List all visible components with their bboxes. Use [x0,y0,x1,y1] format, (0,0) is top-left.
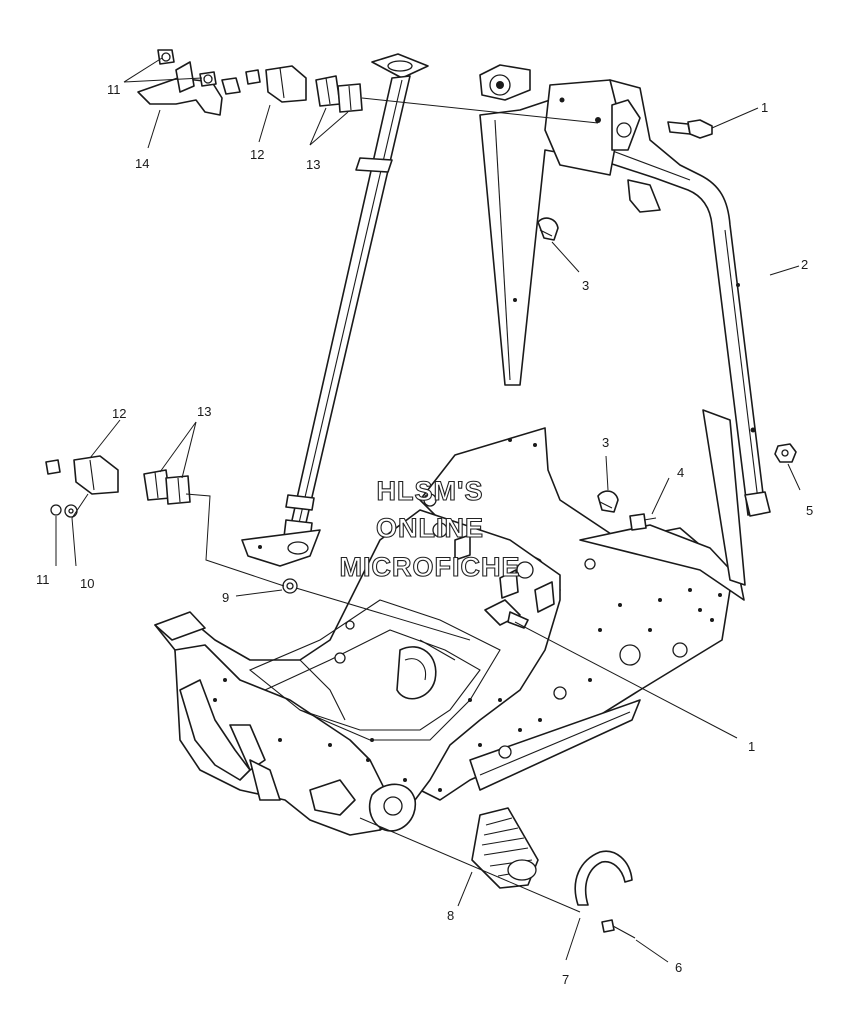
watermark-line-2: ONLINE [376,513,484,543]
bolt-side [629,513,657,531]
callout-13-upper: 13 [306,157,320,172]
callout-13-lower: 13 [197,404,211,419]
clamp-set-upper [245,65,363,113]
callout-3-lower: 3 [602,435,609,450]
callout-10: 10 [80,576,94,591]
main-frame [154,409,746,836]
watermark-line-1: HLSM'S [377,476,484,506]
callout-11-upper: 11 [107,82,121,97]
bolt-top [667,119,713,139]
callout-labels: 11 14 12 13 1 2 3 12 13 3 4 5 11 10 9 1 … [36,82,813,987]
callout-5: 5 [806,503,813,518]
clip-lower [597,490,619,513]
callout-4: 4 [677,465,684,480]
callout-1-lower: 1 [748,739,755,754]
steering-boot [471,807,539,889]
callout-6: 6 [675,960,682,975]
callout-1-upper: 1 [761,100,768,115]
steering-post [241,53,429,567]
callout-12-lower: 12 [112,406,126,421]
callout-2: 2 [801,257,808,272]
screw-small [601,919,636,939]
retainer-ring [574,850,633,906]
callout-9: 9 [222,590,229,605]
leader-lines [55,57,801,963]
clamp-set-lower [45,455,298,594]
watermark-line-3: MICROFICHE [340,552,521,582]
clip-upper [537,217,559,241]
callout-14: 14 [135,156,149,171]
callout-12-upper: 12 [250,147,264,162]
callout-11-lower: 11 [36,572,50,587]
bracket-upper-left [137,49,241,116]
callout-8: 8 [447,908,454,923]
roll-bar-hoop [479,64,771,517]
nut-side [774,443,797,463]
callout-7: 7 [562,972,569,987]
watermark: HLSM'S ONLINE MICROFICHE [339,475,521,582]
callout-3-upper: 3 [582,278,589,293]
